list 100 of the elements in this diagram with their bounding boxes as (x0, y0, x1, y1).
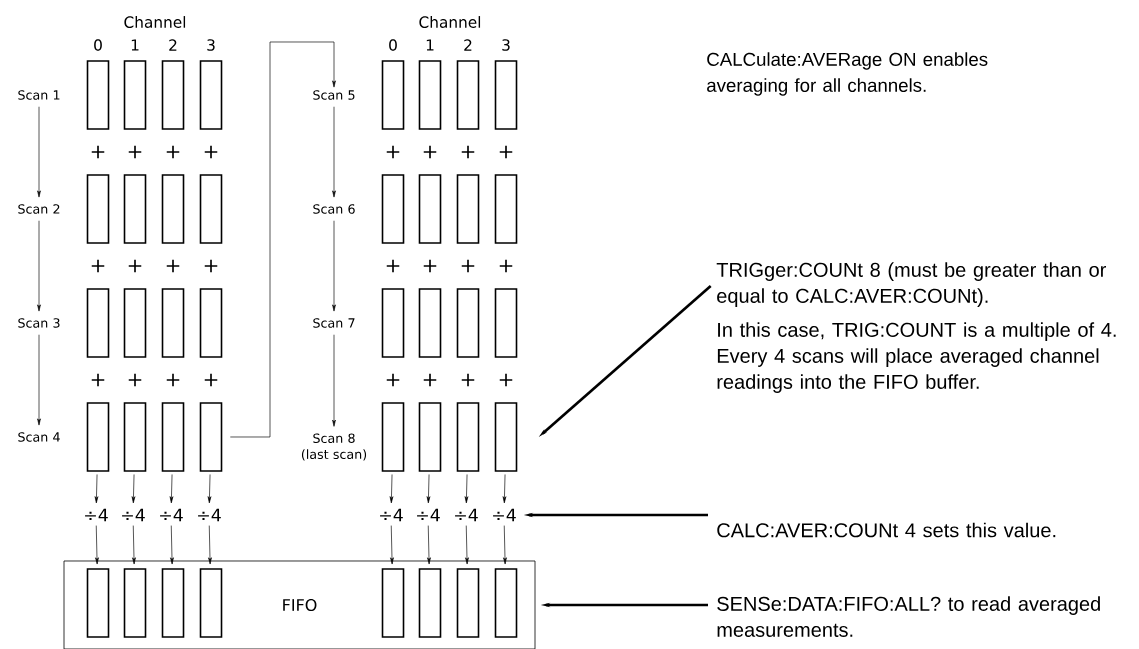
plus-sign: + (461, 259, 475, 273)
plus-sign: + (423, 145, 437, 159)
channel-box (161, 174, 185, 244)
plus-sign: + (461, 145, 475, 159)
channel-number: 2 (169, 39, 177, 51)
fifo-slot (456, 568, 480, 638)
plus-sign: + (423, 259, 437, 273)
channel-box (199, 60, 223, 130)
channel-number: 1 (131, 39, 139, 51)
channel-box (123, 402, 147, 472)
channel-box (418, 174, 442, 244)
scan-label: Scan 6 (313, 204, 355, 214)
scan-label: Scan 1 (18, 90, 60, 100)
arrow (131, 474, 136, 504)
channel-number: 3 (207, 39, 215, 51)
scan-label: Scan 5 (313, 90, 355, 100)
plus-sign: + (128, 145, 142, 159)
channel-box (456, 402, 480, 472)
arrow (207, 474, 212, 504)
arrow (169, 474, 174, 504)
scan-label: Scan 2 (18, 204, 60, 214)
channel-number: 2 (464, 39, 472, 51)
plus-sign: + (386, 145, 400, 159)
plus-sign: + (91, 373, 105, 387)
fifo-slot (161, 568, 185, 638)
channel-box (456, 288, 480, 358)
channel-number: 3 (502, 39, 510, 51)
arrow (389, 474, 394, 504)
scan-label: Scan 4 (18, 432, 60, 442)
fifo-slot (381, 568, 405, 638)
channel-box (456, 174, 480, 244)
arrow (95, 525, 99, 565)
channel-box (418, 60, 442, 130)
channel-box (199, 402, 223, 472)
arrow (170, 525, 174, 565)
divide-label: ÷4 (85, 508, 108, 522)
arrow (426, 474, 431, 504)
scan-label: Scan 3 (18, 318, 60, 328)
channel-box (494, 60, 518, 130)
arrow (132, 525, 136, 565)
channel-box (494, 402, 518, 472)
channel-box (418, 402, 442, 472)
plus-sign: + (423, 373, 437, 387)
arrow (502, 474, 507, 504)
plus-sign: + (499, 145, 513, 159)
divide-label: ÷4 (455, 508, 478, 522)
arrow (94, 474, 99, 504)
plus-sign: + (91, 145, 105, 159)
plus-sign: + (128, 259, 142, 273)
fifo-slot (494, 568, 518, 638)
channel-heading: Channel (419, 16, 481, 28)
connector-arrow (229, 41, 336, 438)
channel-box (418, 288, 442, 358)
divide-label: ÷4 (160, 508, 183, 522)
arrow (465, 525, 469, 565)
channel-box (456, 60, 480, 130)
channel-box (86, 288, 110, 358)
scan-label: Scan 8 (last scan) (301, 433, 367, 461)
divide-label: ÷4 (417, 508, 440, 522)
arrow (427, 525, 431, 565)
plus-sign: + (166, 373, 180, 387)
divide-label: ÷4 (380, 508, 403, 522)
plus-sign: + (386, 373, 400, 387)
channel-box (381, 402, 405, 472)
channel-number: 0 (94, 39, 102, 51)
plus-sign: + (499, 259, 513, 273)
divide-label: ÷4 (122, 508, 145, 522)
plus-sign: + (166, 145, 180, 159)
plus-sign: + (499, 373, 513, 387)
fifo-slot (123, 568, 147, 638)
channel-box (86, 402, 110, 472)
channel-box (161, 288, 185, 358)
plus-sign: + (204, 259, 218, 273)
arrow (37, 334, 41, 426)
fifo-slot (86, 568, 110, 638)
channel-box (381, 60, 405, 130)
plus-sign: + (204, 373, 218, 387)
plus-sign: + (128, 373, 142, 387)
scan-label: Scan 7 (313, 318, 355, 328)
plus-sign: + (461, 373, 475, 387)
divide-label: ÷4 (493, 508, 516, 522)
arrow (37, 220, 41, 312)
plus-sign: + (166, 259, 180, 273)
channel-box (123, 60, 147, 130)
channel-box (381, 174, 405, 244)
note-text: SENSe:DATA:FIFO:ALL? to read averaged measurements. (717, 596, 1100, 637)
arrow (503, 525, 507, 565)
arrow (37, 106, 41, 198)
arrow (208, 525, 212, 565)
channel-box (494, 288, 518, 358)
fifo-buffer-box: FIFO (63, 560, 536, 649)
fifo-slot (418, 568, 442, 638)
channel-box (123, 288, 147, 358)
channel-box (86, 174, 110, 244)
channel-box (161, 60, 185, 130)
arrow (332, 334, 336, 427)
channel-number: 0 (389, 39, 397, 51)
note-text: CALCulate:AVERage ON enables averaging for all channels. (707, 52, 988, 96)
note-text: CALC:AVER:COUNt 4 sets this value. (717, 522, 1056, 538)
channel-box (199, 288, 223, 358)
